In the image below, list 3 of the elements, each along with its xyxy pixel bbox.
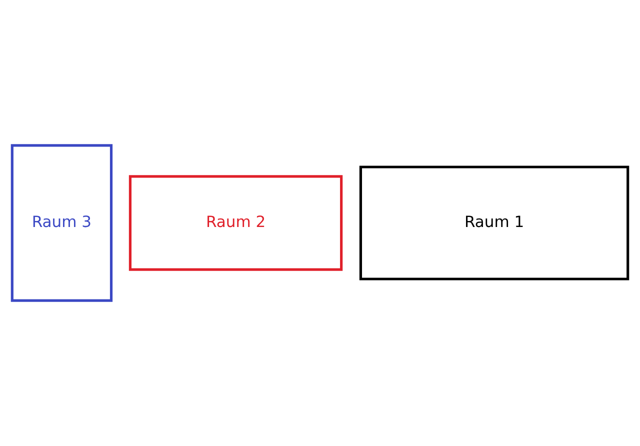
node-box: Raum 3	[10, 144, 113, 302]
node-box: Raum 1	[359, 166, 630, 280]
node-box: Raum 2	[128, 175, 343, 271]
